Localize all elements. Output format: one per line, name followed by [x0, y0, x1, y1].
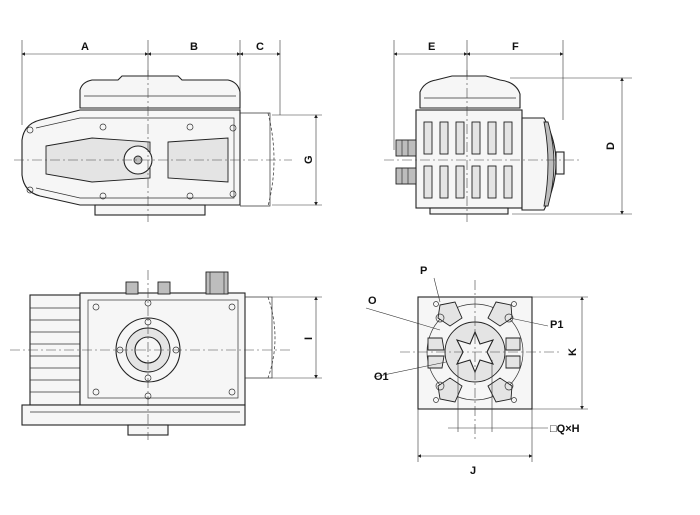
label-f: F	[512, 41, 519, 53]
cable-gland-top	[395, 139, 417, 157]
base-flange	[94, 204, 206, 216]
bottom-right-view	[365, 277, 588, 462]
label-o1: O1	[374, 371, 389, 383]
handwheel-panel	[45, 137, 151, 183]
label-a: A	[81, 41, 89, 53]
cable-gland	[205, 271, 229, 295]
top-right-view	[384, 40, 632, 222]
label-k: K	[567, 348, 579, 356]
label-p: P	[420, 265, 427, 277]
label-c: C	[256, 41, 264, 53]
label-j: J	[470, 465, 476, 477]
top-cap	[79, 75, 241, 109]
label-d: D	[605, 142, 617, 150]
label-i: I	[303, 337, 315, 340]
label-e: E	[428, 41, 435, 53]
bottom-left-view	[10, 270, 322, 440]
label-g: G	[303, 155, 315, 164]
dimension-labels: A B C E F D G I J K O O1 P P1 □Q×H	[81, 41, 617, 477]
cable-gland-bottom	[395, 167, 417, 185]
label-p1: P1	[550, 319, 563, 331]
label-o: O	[368, 295, 377, 307]
top-left-view	[14, 40, 322, 222]
label-b: B	[190, 41, 198, 53]
top-cap-side	[419, 75, 521, 109]
label-qh: □Q×H	[550, 423, 580, 435]
